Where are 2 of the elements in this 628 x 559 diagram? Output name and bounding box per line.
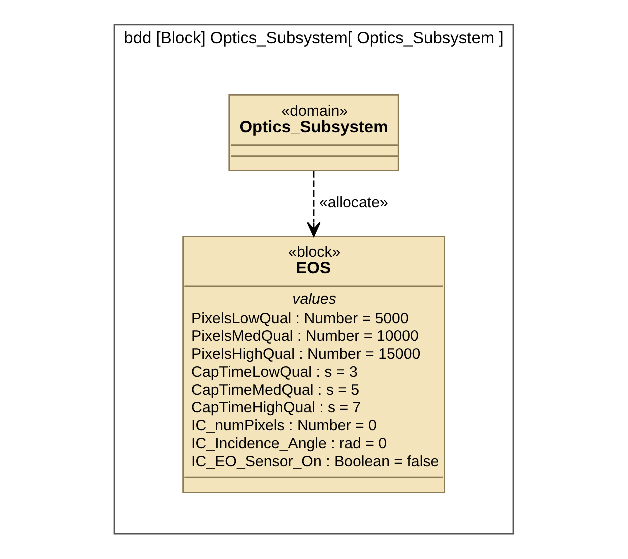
arrow	[307, 171, 321, 238]
edge-label: «allocate»	[319, 194, 388, 212]
